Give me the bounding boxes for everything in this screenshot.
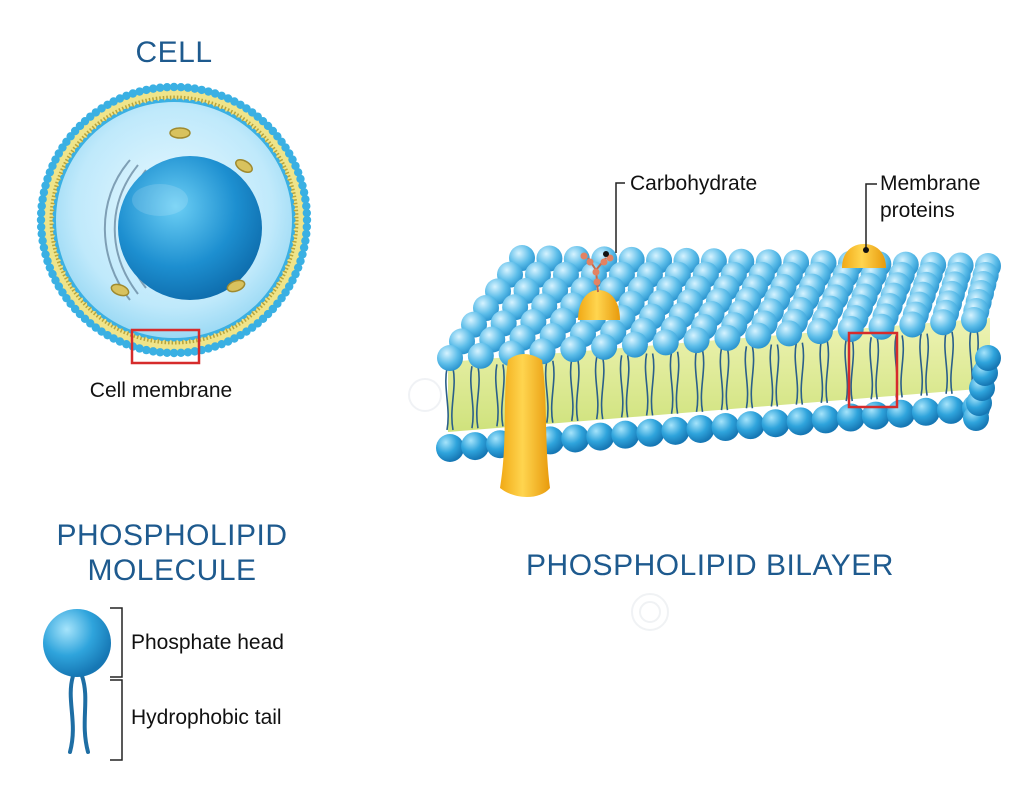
phospholipid-molecule [43,607,123,761]
membrane-highlight-box [130,328,201,365]
surface-protein-glycoprotein [578,290,620,320]
bilayer-tail-region [448,318,990,432]
phospholipid-bilayer [436,244,1001,497]
carbohydrate-callout [603,182,625,257]
nucleus-shine [132,184,188,216]
phosphate-head-label: Phosphate head [131,631,284,654]
transmembrane-protein [500,354,550,497]
cell-title: CELL [135,36,212,69]
cell-membrane-label: Cell membrane [90,379,232,402]
head-bracket [110,607,123,678]
tail-left [68,674,75,754]
tail-right [80,674,90,754]
carbohydrate-chain [580,252,614,293]
cell-illustration [36,82,312,365]
phospholipid-title-line1: PHOSPHOLIPID [56,519,287,552]
hydrophobic-tail-label: Hydrophobic tail [131,706,282,729]
phospholipid-title-line2: MOLECULE [87,554,256,587]
membrane-protein-peripheral [842,244,886,268]
phosphate-head-ball [43,609,111,677]
mitochondria [110,127,253,297]
membrane-proteins-label-line2: proteins [880,199,955,222]
tail-bracket [110,679,123,761]
bilayer-title: PHOSPHOLIPID BILAYER [526,549,894,582]
membrane-proteins-callout [863,183,877,253]
nucleus [118,156,262,300]
carbohydrate-label: Carbohydrate [630,172,757,195]
bilayer-highlight-box [847,331,899,409]
membrane-proteins-label-line1: Membrane [880,172,980,195]
